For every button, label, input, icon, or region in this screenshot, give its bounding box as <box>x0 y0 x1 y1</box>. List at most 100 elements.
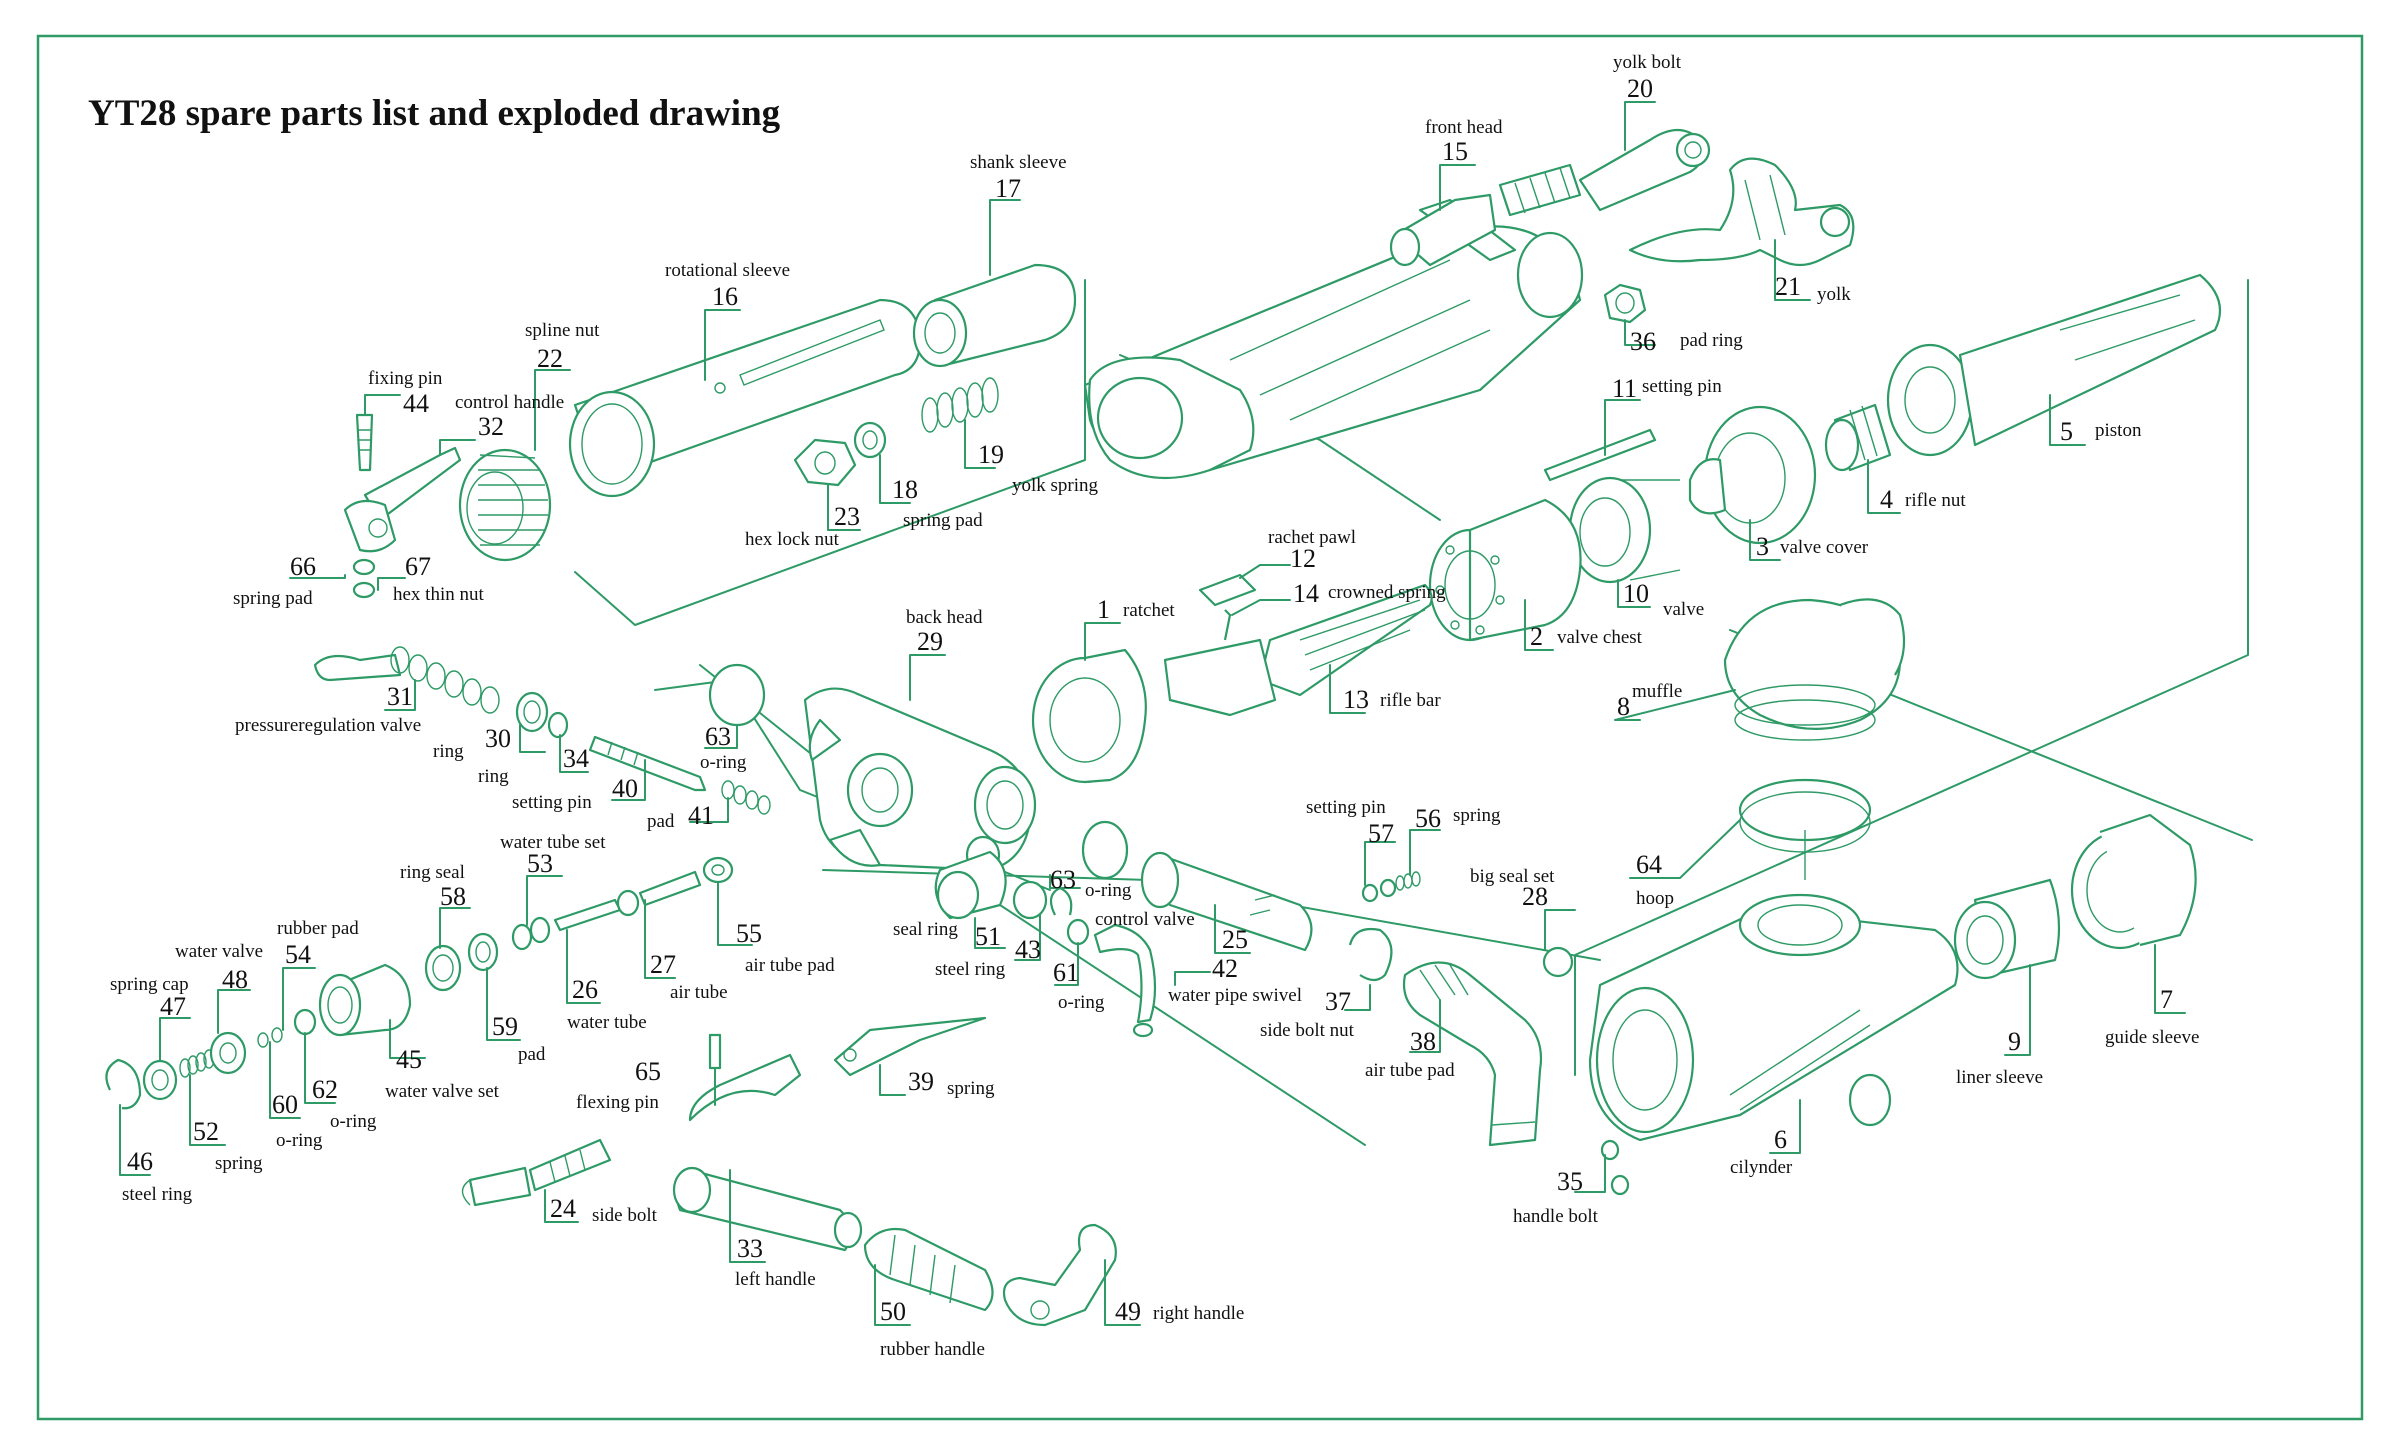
flexing-pin-part <box>708 1033 722 1070</box>
spring-39-part <box>833 1016 987 1077</box>
callout-47: 47 spring cap <box>110 974 191 1061</box>
o-ring-61-part <box>1066 918 1090 946</box>
yolk-part <box>1628 157 1855 267</box>
front-head-part <box>1389 163 1582 267</box>
callout-number: 52 <box>193 1117 219 1146</box>
callout-number: 45 <box>396 1045 422 1074</box>
callout-number: 9 <box>2008 1027 2021 1056</box>
callout-number: 50 <box>880 1297 906 1326</box>
callout-label: right handle <box>1153 1303 1244 1324</box>
side-bolt-nut-part <box>1348 927 1393 982</box>
steel-ring-46-part <box>105 1058 142 1110</box>
callout-number: 26 <box>572 975 598 1004</box>
o-ring-60-part <box>257 1027 283 1048</box>
callout-54: 54 rubber pad <box>277 918 359 1031</box>
callout-number: 57 <box>1368 819 1394 848</box>
callout-63b: 63 o-ring <box>1049 865 1132 901</box>
callout-label: rifle nut <box>1905 490 1966 511</box>
pad-59-part <box>467 932 499 972</box>
air-tube-pad-38-part <box>1402 961 1543 1147</box>
callout-35: 35 handle bolt <box>1513 1154 1606 1227</box>
ring-seal-58-part <box>424 944 462 992</box>
callout-number: 38 <box>1410 1027 1436 1056</box>
callout-number: 24 <box>550 1194 576 1223</box>
callout-label: setting pin <box>1306 797 1386 818</box>
hoop-part <box>1738 778 1872 880</box>
callout-label: rotational sleeve <box>665 260 790 281</box>
water-tube-set-part <box>511 916 551 951</box>
callout-38: 38 air tube pad <box>1365 999 1455 1081</box>
callout-number: 19 <box>978 440 1004 469</box>
callout-label: rachet pawl <box>1268 527 1356 548</box>
water-tube-part <box>553 898 622 932</box>
callout-label: valve cover <box>1780 537 1869 558</box>
callout-5: 5 piston <box>2049 394 2142 446</box>
callout-label: flexing pin <box>576 1092 659 1113</box>
callout-number: 3 <box>1756 532 1769 561</box>
callout-number: 62 <box>312 1075 338 1104</box>
callout-number: 27 <box>650 950 676 979</box>
callout-number: 1 <box>1097 595 1110 624</box>
callout-60: 60 o-ring <box>269 1041 323 1151</box>
ratchet-part <box>1031 648 1147 784</box>
air-tube-part <box>616 870 702 917</box>
callout-number: 40 <box>612 774 638 803</box>
setting-pin-40-part <box>588 735 707 792</box>
callout-number: 33 <box>737 1234 763 1263</box>
yolk-bolt-part <box>1578 128 1711 212</box>
callout-number: 18 <box>892 475 918 504</box>
control-handle-part <box>343 413 462 599</box>
hex-lock-nut-part <box>793 438 857 487</box>
callout-48: 48 water valve <box>175 941 263 1034</box>
callout-label: pressureregulation valve <box>235 715 421 736</box>
callout-31: 31 pressureregulation valve <box>235 679 421 736</box>
callout-label: cilynder <box>1730 1157 1793 1178</box>
callout-label: setting pin <box>512 792 592 813</box>
callout-label: air tube pad <box>745 955 835 976</box>
cilynder-part <box>1588 893 1959 1142</box>
callout-number: 43 <box>1015 935 1041 964</box>
air-tube-pad-55-part <box>702 856 734 884</box>
callout-label: shank sleeve <box>970 152 1067 173</box>
callout-label: hex thin nut <box>393 584 484 605</box>
callout-label: rubber pad <box>277 918 359 939</box>
callout-62: 62 o-ring <box>304 1032 377 1132</box>
rubber-handle-part <box>863 1227 994 1312</box>
handle-bolt-part <box>1600 1139 1630 1196</box>
o-ring-63-upper-part <box>708 663 766 727</box>
callout-number: 37 <box>1325 987 1351 1016</box>
callout-label: muffle <box>1632 681 1682 702</box>
callout-66: 66 spring pad <box>233 552 346 609</box>
control-valve-part <box>1140 851 1313 952</box>
callout-number: 11 <box>1612 374 1637 403</box>
callout-label: spring <box>947 1078 995 1099</box>
callout-29: 29 back head <box>906 607 983 701</box>
callout-label: hoop <box>1636 888 1674 909</box>
valve-part <box>1568 476 1681 584</box>
callout-number: 65 <box>635 1057 661 1086</box>
callout-64: 64 hoop <box>1629 819 1741 909</box>
liner-sleeve-part <box>1953 878 2061 980</box>
callout-number: 30 <box>485 724 511 753</box>
spring-pad-18-part <box>853 421 887 459</box>
rifle-nut-part <box>1824 403 1892 472</box>
callout-label: ring seal <box>400 862 465 883</box>
callout-number: 56 <box>1415 804 1441 833</box>
callout-8: 8 muffle <box>1614 681 1736 721</box>
callout-number: 7 <box>2160 985 2173 1014</box>
callout-number: 55 <box>736 919 762 948</box>
callout-label: water tube <box>567 1012 647 1033</box>
valve-cover-part <box>1688 405 1817 545</box>
sheet-border <box>36 34 2364 1421</box>
callout-label: hex lock nut <box>745 529 840 550</box>
callout-4: 4 rifle nut <box>1867 459 1966 514</box>
callout-53: 53 water tube set <box>500 832 606 926</box>
callout-number: 60 <box>272 1090 298 1119</box>
callout-22: 22 spline nut <box>525 320 600 451</box>
callout-15: 15 front head <box>1425 117 1503 211</box>
ring-30-part <box>515 691 549 733</box>
callout-number: 5 <box>2060 417 2073 446</box>
callout-number: 28 <box>1522 882 1548 911</box>
callout-17: 17 shank sleeve <box>970 152 1067 276</box>
callout-label: valve chest <box>1557 627 1643 648</box>
